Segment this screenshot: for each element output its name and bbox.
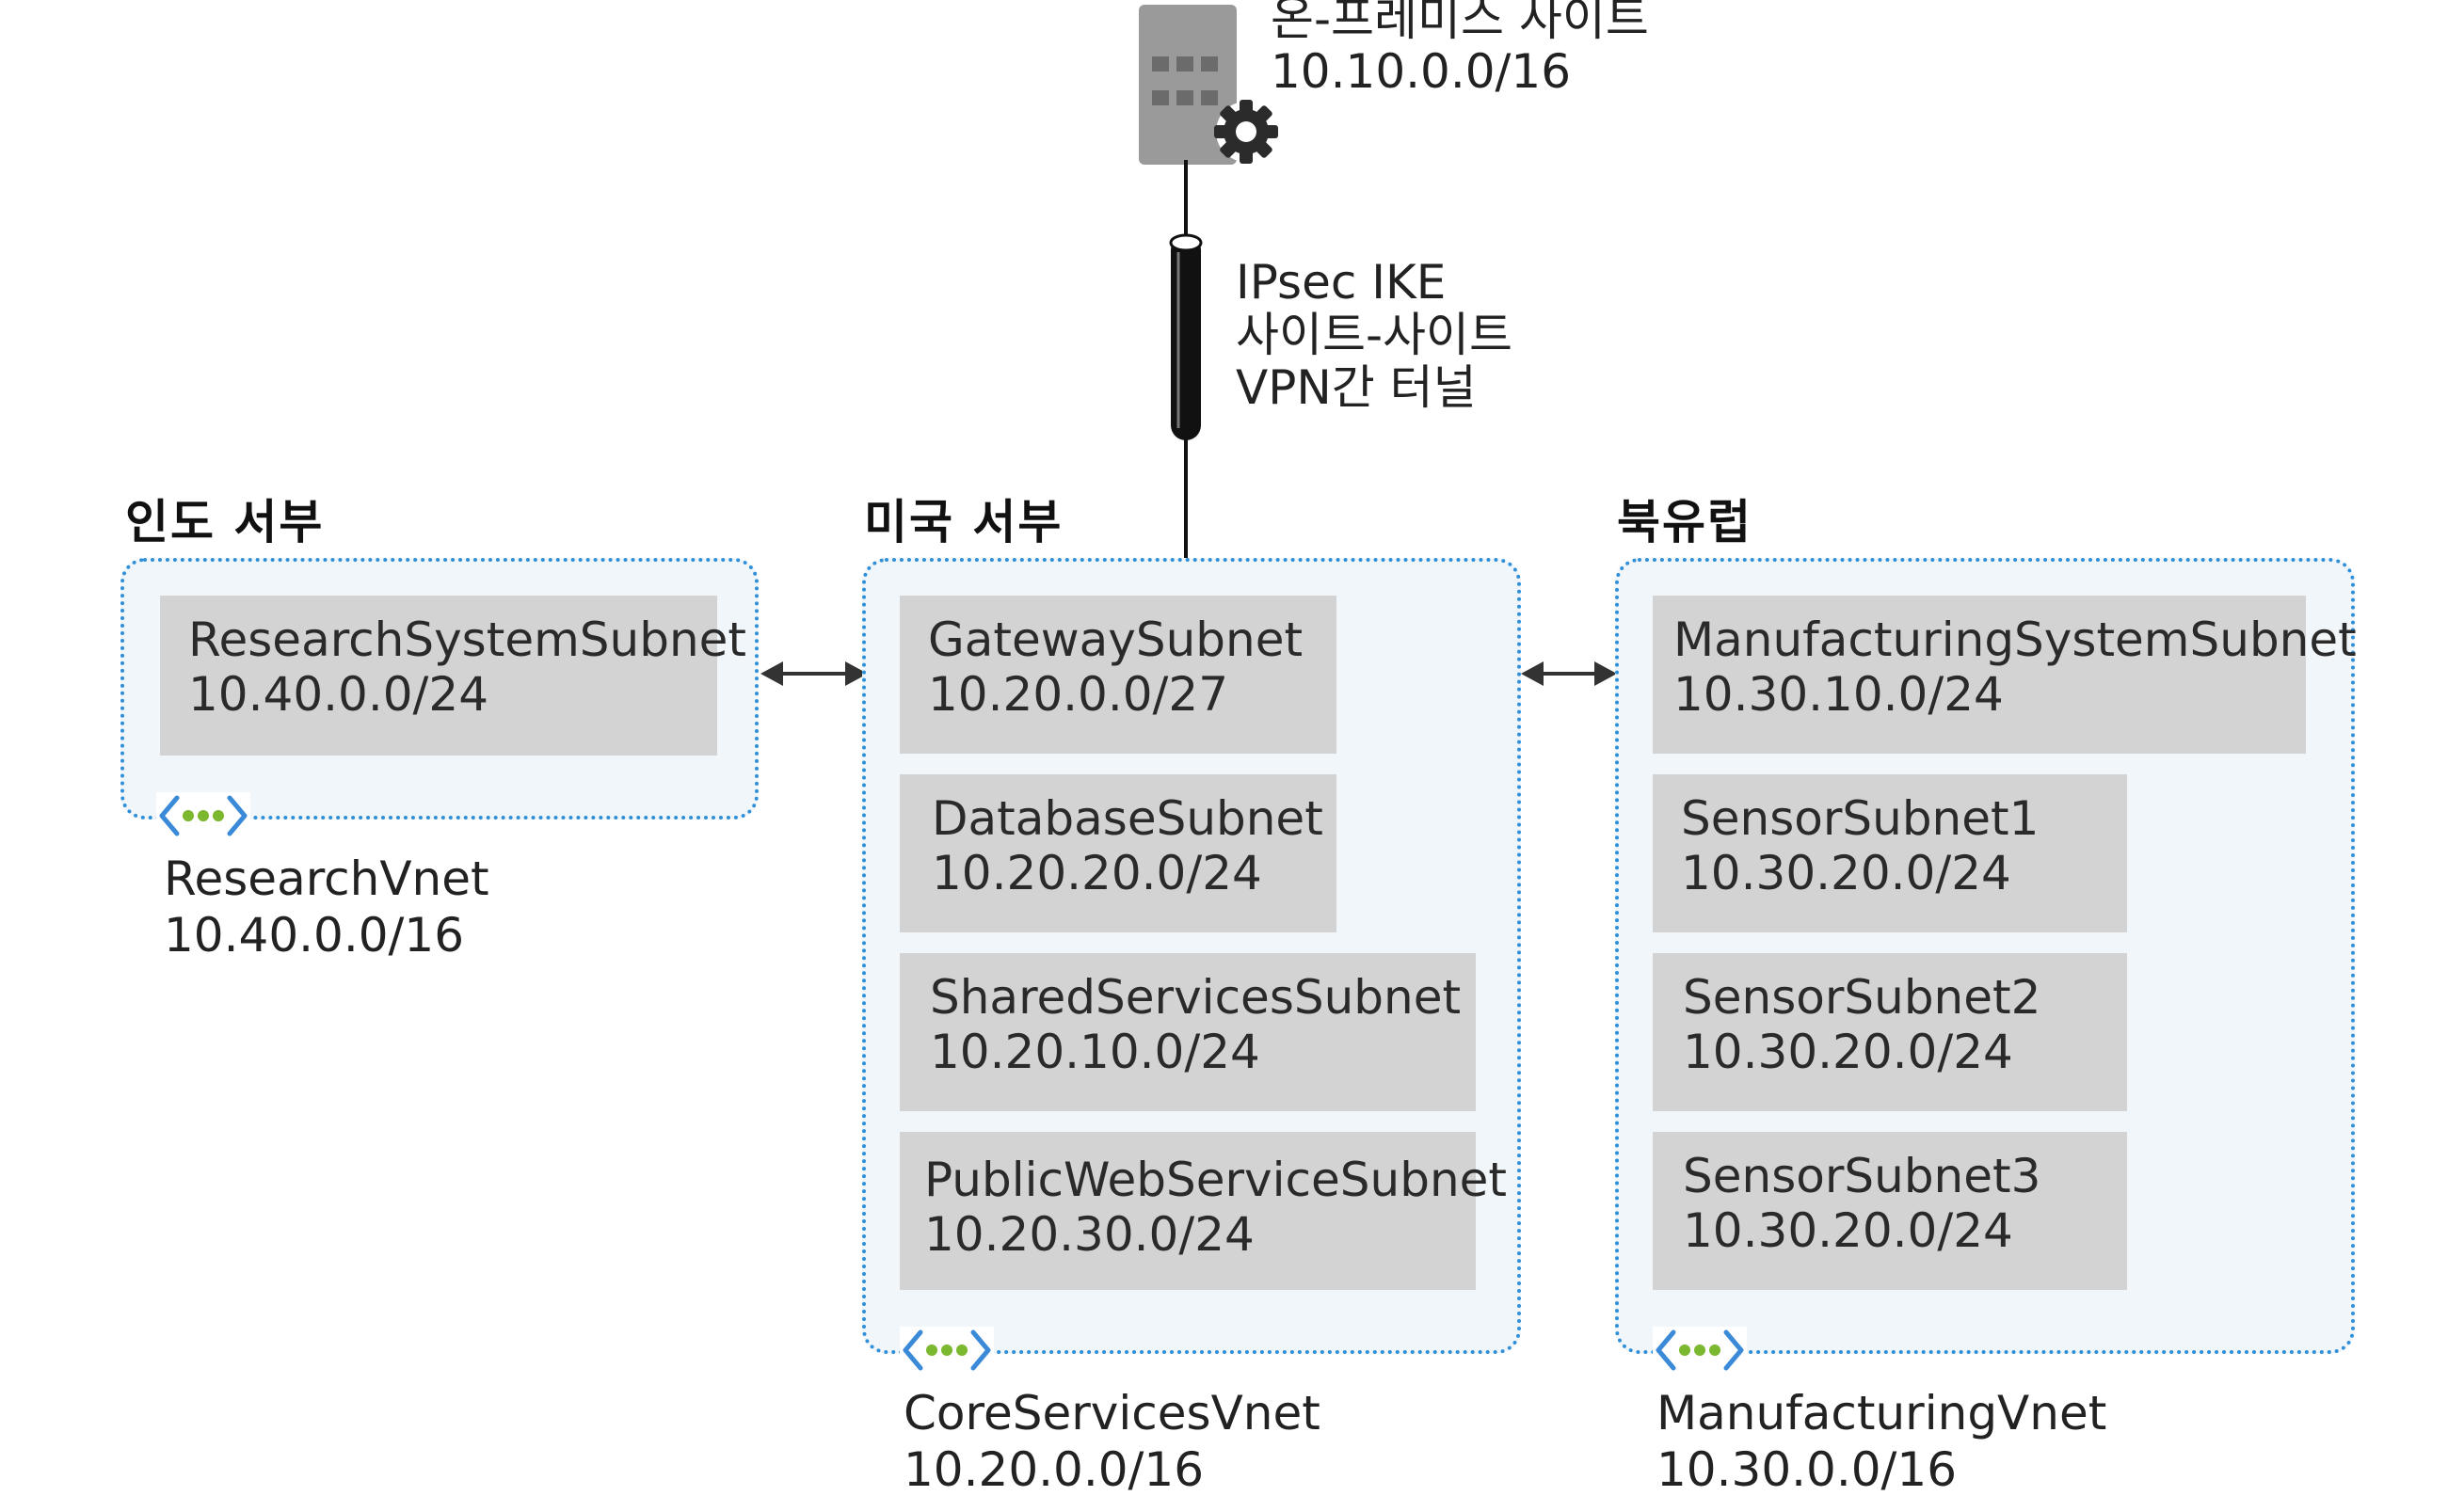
subnet-name: SensorSubnet1	[1681, 791, 2040, 846]
region-title-us-west: 미국 서부	[864, 495, 1064, 549]
tunnel-label: IPsec IKE 사이트-사이트 VPN간 터널	[1236, 256, 1512, 414]
subnet-name: ManufacturingSystemSubnet	[1673, 613, 2357, 667]
vnet-cidr: 10.30.0.0/16	[1656, 1442, 1958, 1496]
subnet-cidr: 10.20.10.0/24	[930, 1025, 1260, 1079]
vnet-name: ResearchVnet	[164, 851, 489, 906]
virtual-network-icon	[1653, 1327, 1747, 1374]
region-title-india-west: 인도 서부	[125, 495, 325, 549]
core-services-vnet-label: CoreServicesVnet 10.20.0.0/16	[904, 1385, 1320, 1496]
subnet-cidr: 10.20.0.0/27	[928, 667, 1229, 722]
subnet-name: SensorSubnet3	[1683, 1149, 2041, 1203]
subnet-name: PublicWebServiceSubnet	[924, 1153, 1507, 1207]
subnet-name: ResearchSystemSubnet	[188, 613, 747, 667]
virtual-network-icon	[156, 792, 250, 839]
vnet-name: ManufacturingVnet	[1656, 1386, 2107, 1440]
region-title-north-europe: 북유럽	[1617, 495, 1752, 549]
vpn-connection-line	[1169, 160, 1203, 563]
subnet-name: SensorSubnet2	[1683, 970, 2041, 1025]
research-vnet-label: ResearchVnet 10.40.0.0/16	[164, 851, 489, 963]
subnet-name: SharedServicesSubnet	[930, 970, 1462, 1025]
subnet-sensor-1: SensorSubnet1 10.30.20.0/24	[1653, 774, 2127, 932]
subnet-shared-services: SharedServicesSubnet 10.20.10.0/24	[900, 953, 1476, 1111]
vnet-cidr: 10.40.0.0/16	[164, 908, 465, 963]
subnet-cidr: 10.40.0.0/24	[188, 667, 489, 722]
bidirectional-arrow-icon	[760, 661, 868, 686]
subnet-sensor-2: SensorSubnet2 10.30.20.0/24	[1653, 953, 2127, 1111]
subnet-cidr: 10.20.30.0/24	[924, 1207, 1255, 1262]
vnet-name: CoreServicesVnet	[904, 1386, 1320, 1440]
subnet-cidr: 10.30.10.0/24	[1673, 667, 2004, 722]
onprem-label: 온-프레미스 사이트 10.10.0.0/16	[1271, 0, 1649, 98]
vpn-tunnel-icon	[1169, 233, 1203, 440]
tunnel-line-3: VPN간 터널	[1236, 360, 1477, 415]
subnet-cidr: 10.20.20.0/24	[932, 846, 1262, 900]
subnet-name: GatewaySubnet	[928, 613, 1304, 667]
subnet-database: DatabaseSubnet 10.20.20.0/24	[900, 774, 1336, 932]
onprem-title: 온-프레미스 사이트	[1271, 0, 1649, 46]
subnet-manufacturing-system: ManufacturingSystemSubnet 10.30.10.0/24	[1653, 596, 2357, 754]
subnet-cidr: 10.30.20.0/24	[1681, 846, 2011, 900]
subnet-public-web-service: PublicWebServiceSubnet 10.20.30.0/24	[900, 1132, 1507, 1290]
onprem-cidr: 10.10.0.0/16	[1271, 44, 1572, 99]
virtual-network-icon	[900, 1327, 994, 1374]
subnet-cidr: 10.30.20.0/24	[1683, 1203, 2013, 1258]
vnet-cidr: 10.20.0.0/16	[904, 1442, 1205, 1496]
subnet-research-system: ResearchSystemSubnet 10.40.0.0/24	[160, 596, 747, 756]
subnet-sensor-3: SensorSubnet3 10.30.20.0/24	[1653, 1132, 2127, 1290]
bidirectional-arrow-icon	[1521, 661, 1617, 686]
subnet-cidr: 10.30.20.0/24	[1683, 1025, 2013, 1079]
manufacturing-vnet-label: ManufacturingVnet 10.30.0.0/16	[1656, 1385, 2106, 1496]
subnet-name: DatabaseSubnet	[932, 791, 1323, 846]
tunnel-line-1: IPsec IKE	[1236, 255, 1447, 310]
subnet-gateway: GatewaySubnet 10.20.0.0/27	[900, 596, 1336, 754]
building-gear-icon	[1139, 5, 1278, 165]
tunnel-line-2: 사이트-사이트	[1236, 308, 1513, 362]
